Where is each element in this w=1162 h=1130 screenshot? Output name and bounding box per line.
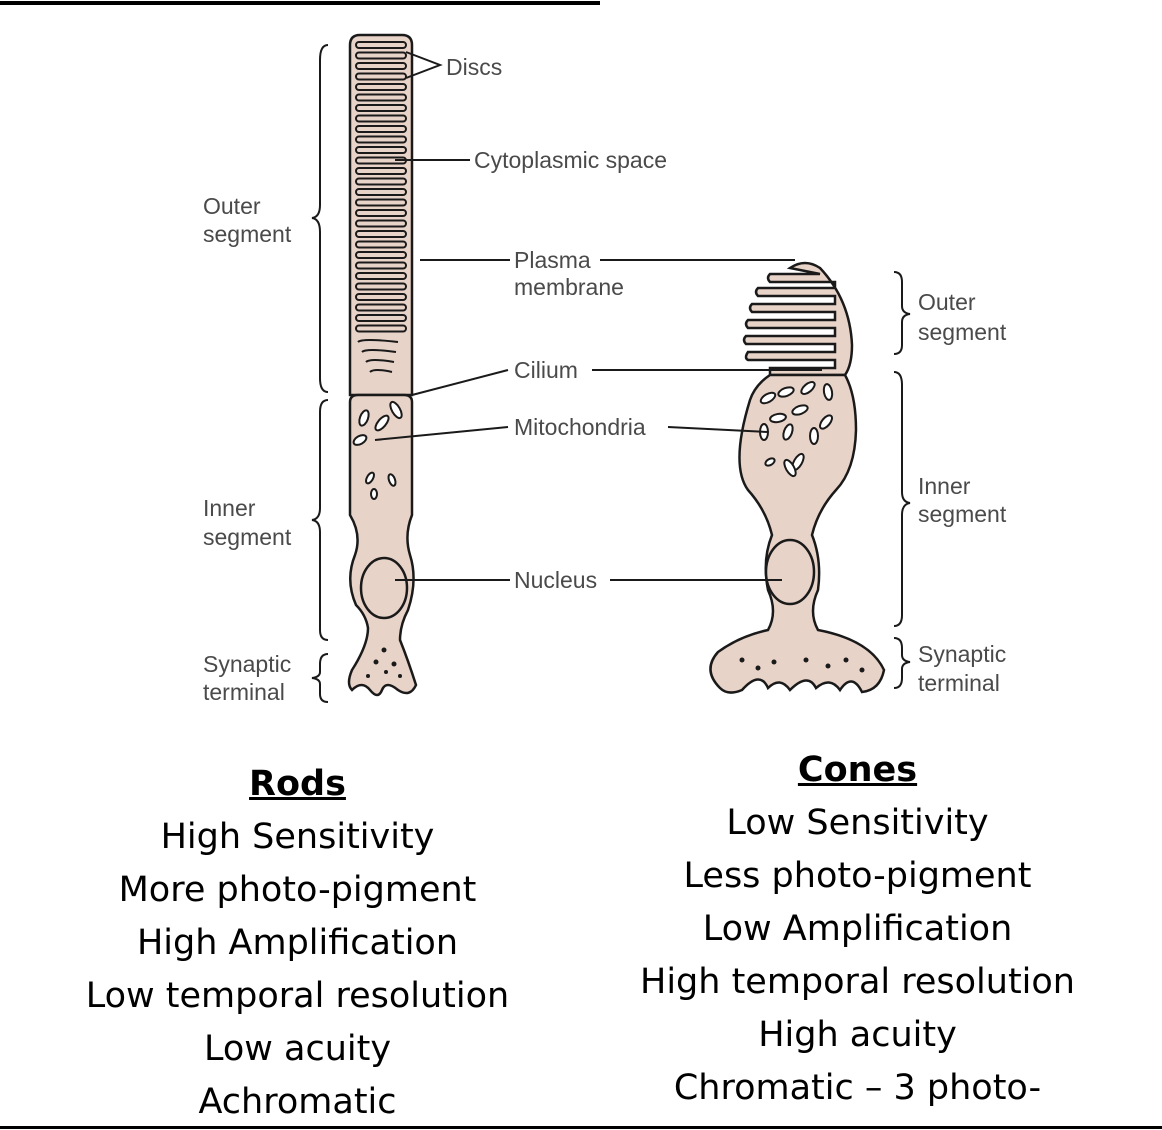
- cones-column: Cones Low Sensitivity Less photo-pigment…: [610, 744, 1105, 1115]
- cone-inner-segment: [709, 373, 886, 694]
- label-discs: Discs: [446, 54, 502, 80]
- rod-mitochondria: [352, 400, 403, 500]
- cone-inner-label-2: segment: [918, 501, 1007, 527]
- rod-inner-brace: [311, 399, 329, 641]
- cone-nucleus: [764, 538, 816, 606]
- diagram-labels: Discs Cytoplasmic space Plasma membrane …: [203, 54, 1007, 705]
- rod-disc: [355, 135, 407, 144]
- braces: [311, 44, 911, 703]
- rod-disc: [355, 314, 407, 322]
- rod-disc: [355, 41, 407, 49]
- cone-outer-label-1: Outer: [918, 289, 976, 315]
- rod-disc: [355, 51, 407, 60]
- label-mitochondria: Mitochondria: [514, 414, 646, 440]
- cone-synaptic-vesicles: [739, 657, 865, 673]
- rod-synaptic-brace: [311, 653, 329, 703]
- rods-item: Low temporal resolution: [85, 976, 510, 1016]
- rods-item: More photo-pigment: [118, 870, 477, 910]
- rod-disc: [355, 293, 407, 301]
- cone-synaptic-brace: [893, 637, 911, 689]
- cone-inner-brace: [893, 371, 911, 627]
- rod-disc: [355, 303, 407, 312]
- cones-item: Low Amplification: [702, 909, 1013, 949]
- rod-synaptic-label-1: Synaptic: [203, 651, 291, 677]
- rod-disc: [355, 93, 407, 102]
- rod-inner-segment: [347, 393, 418, 697]
- rod-discs: [355, 41, 407, 373]
- rod-disc: [355, 272, 407, 280]
- rod-disc: [355, 72, 407, 81]
- label-plasma: Plasma: [514, 247, 591, 273]
- rod-disc: [355, 230, 407, 238]
- rod-disc: [355, 209, 407, 217]
- rod-disc: [355, 188, 407, 196]
- rods-item: Low acuity: [203, 1029, 392, 1069]
- rod-disc: [355, 324, 407, 333]
- cone-outer-label-2: segment: [918, 319, 1007, 345]
- photoreceptor-diagram: Discs Cytoplasmic space Plasma membrane …: [0, 1, 1007, 705]
- rod-outer-brace: [311, 44, 329, 393]
- cones-item: High acuity: [758, 1015, 957, 1055]
- rod-disc: [355, 198, 407, 207]
- rod-disc: [355, 240, 407, 249]
- mito-leader-right: [667, 426, 769, 433]
- label-nucleus: Nucleus: [514, 567, 597, 593]
- rod-disc: [355, 146, 407, 154]
- rod-disc: [355, 251, 407, 259]
- rod-disc: [355, 177, 407, 186]
- rods-item: High Sensitivity: [160, 817, 435, 857]
- label-cytoplasmic-space: Cytoplasmic space: [474, 147, 667, 173]
- rod-disc: [355, 125, 407, 133]
- label-cilium: Cilium: [514, 357, 578, 383]
- rod-synaptic-vesicles: [366, 647, 402, 678]
- cones-heading: Cones: [797, 750, 918, 790]
- rod-disc: [355, 219, 407, 228]
- rod-disc: [355, 114, 407, 123]
- rod-disc: [355, 167, 407, 175]
- rod-infolded-disc: [369, 369, 393, 373]
- cones-item: Low Sensitivity: [726, 803, 989, 843]
- rod-synaptic-label-2: terminal: [203, 679, 285, 705]
- rods-heading: Rods: [249, 764, 346, 804]
- cones-item: Chromatic – 3 photo-: [673, 1068, 1042, 1108]
- cone-inner-label-1: Inner: [918, 473, 971, 499]
- rods-column: Rods High Sensitivity More photo-pigment…: [60, 758, 535, 1129]
- cilium-leader-left: [411, 369, 509, 396]
- rod-inner-label-2: segment: [203, 524, 292, 550]
- leader-lines: [374, 51, 822, 581]
- rod-disc: [355, 104, 407, 112]
- rod-cell: [347, 33, 418, 697]
- cone-synaptic-label-2: terminal: [918, 670, 1000, 696]
- rod-infolded-disc: [365, 359, 395, 363]
- discs-leader: [405, 51, 443, 79]
- cones-item: High temporal resolution: [640, 962, 1075, 1002]
- cones-item: Less photo-pigment: [683, 856, 1032, 896]
- rod-infolded-disc: [361, 349, 397, 353]
- cone-synaptic-label-1: Synaptic: [918, 641, 1006, 667]
- rod-disc: [355, 62, 407, 70]
- rod-outer-label-1: Outer: [203, 193, 261, 219]
- mito-leader-left: [374, 426, 509, 441]
- rods-item: High Amplification: [136, 923, 459, 963]
- rod-infolded-disc: [357, 339, 399, 343]
- cone-outer-segment: [742, 261, 854, 377]
- rod-disc: [355, 83, 407, 91]
- rod-disc: [355, 261, 407, 270]
- rods-item: Achromatic: [198, 1082, 397, 1122]
- bottom-rule: [0, 1126, 1162, 1129]
- rod-outer-label-2: segment: [203, 221, 292, 247]
- rod-inner-label-1: Inner: [203, 495, 256, 521]
- label-membrane: membrane: [514, 274, 624, 300]
- cone-outer-brace: [893, 271, 911, 355]
- rod-disc: [355, 282, 407, 291]
- cone-cell: [709, 261, 886, 694]
- rod-nucleus: [359, 556, 409, 620]
